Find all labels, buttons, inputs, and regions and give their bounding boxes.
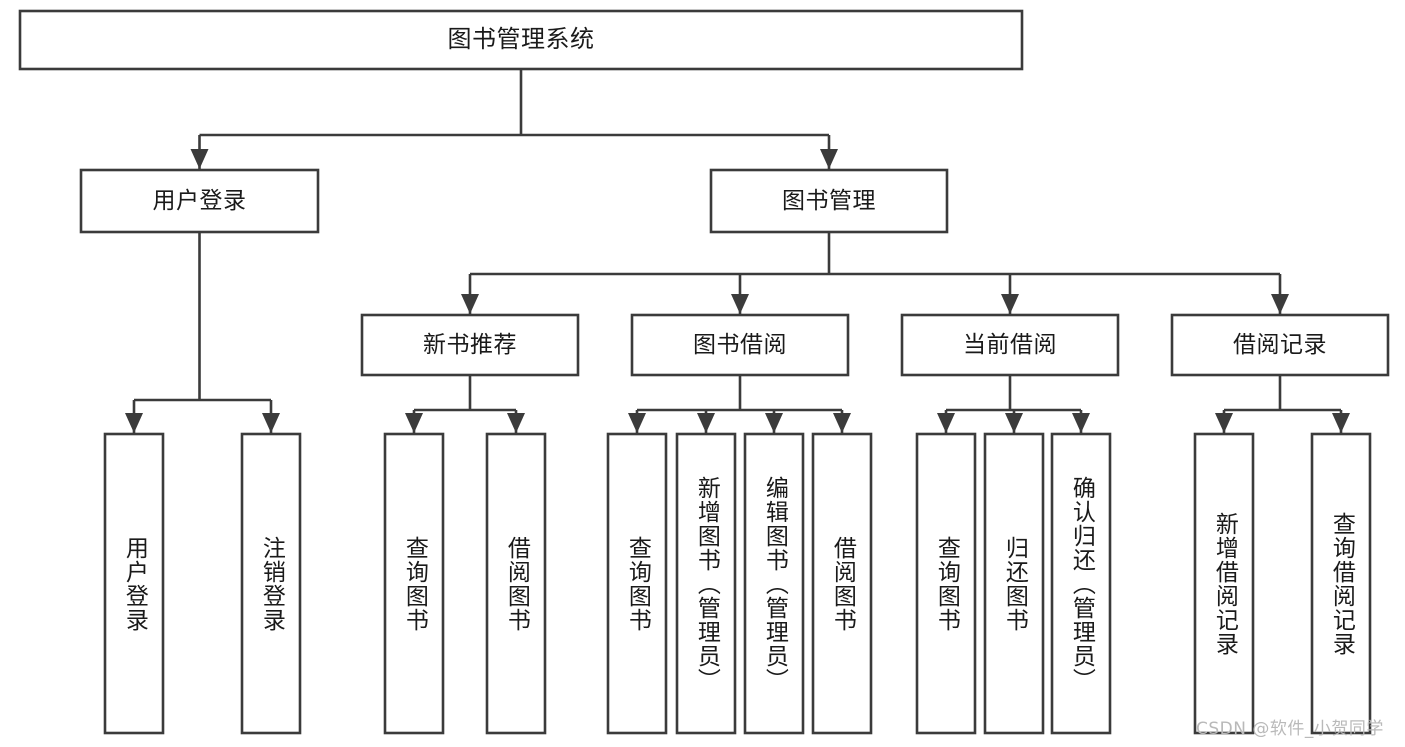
node-box-borrow-record[interactable] — [1170, 313, 1390, 377]
arrow-head-icon — [1072, 413, 1090, 433]
node-box-leaf-borrow-book[interactable] — [811, 432, 873, 735]
node-box-leaf-query-book-borrow[interactable] — [606, 432, 668, 735]
arrow-head-icon — [820, 149, 838, 169]
arrow-head-icon — [628, 413, 646, 433]
node-box-user-login[interactable] — [79, 168, 320, 234]
arrow-head-icon — [833, 413, 851, 433]
node-box-leaf-return-book[interactable] — [983, 432, 1045, 735]
node-box-leaf-user-login[interactable] — [103, 432, 165, 735]
node-box-book-borrow[interactable] — [630, 313, 850, 377]
arrow-head-icon — [697, 413, 715, 433]
box-layer — [18, 9, 1390, 735]
node-box-leaf-query-borrow-record[interactable] — [1310, 432, 1372, 735]
node-box-root[interactable] — [18, 9, 1024, 71]
node-box-book-manage[interactable] — [709, 168, 949, 234]
node-box-leaf-user-logout[interactable] — [240, 432, 302, 735]
arrow-head-icon — [190, 149, 209, 169]
node-box-leaf-query-book-rec[interactable] — [383, 432, 445, 735]
node-box-leaf-edit-book-admin[interactable] — [743, 432, 805, 735]
arrow-head-icon — [405, 413, 423, 433]
arrow-head-icon — [262, 413, 280, 433]
arrow-head-icon — [125, 413, 143, 433]
node-box-current-borrow[interactable] — [900, 313, 1120, 377]
connector-layer — [125, 69, 1350, 433]
arrow-head-icon — [731, 294, 749, 314]
node-box-new-book-rec[interactable] — [360, 313, 580, 377]
node-box-leaf-confirm-return-admin[interactable] — [1050, 432, 1112, 735]
arrow-head-icon — [1215, 413, 1233, 433]
arrow-head-icon — [461, 294, 479, 314]
node-box-leaf-query-book-current[interactable] — [915, 432, 977, 735]
node-box-leaf-borrow-book-rec[interactable] — [485, 432, 547, 735]
node-box-leaf-add-borrow-record[interactable] — [1193, 432, 1255, 735]
arrow-head-icon — [1332, 413, 1350, 433]
arrow-head-icon — [1271, 294, 1289, 314]
arrow-head-icon — [1001, 294, 1019, 314]
arrow-head-icon — [937, 413, 955, 433]
arrow-head-icon — [1005, 413, 1023, 433]
arrow-head-icon — [507, 413, 525, 433]
node-box-leaf-add-book-admin[interactable] — [675, 432, 737, 735]
arrow-head-icon — [765, 413, 783, 433]
